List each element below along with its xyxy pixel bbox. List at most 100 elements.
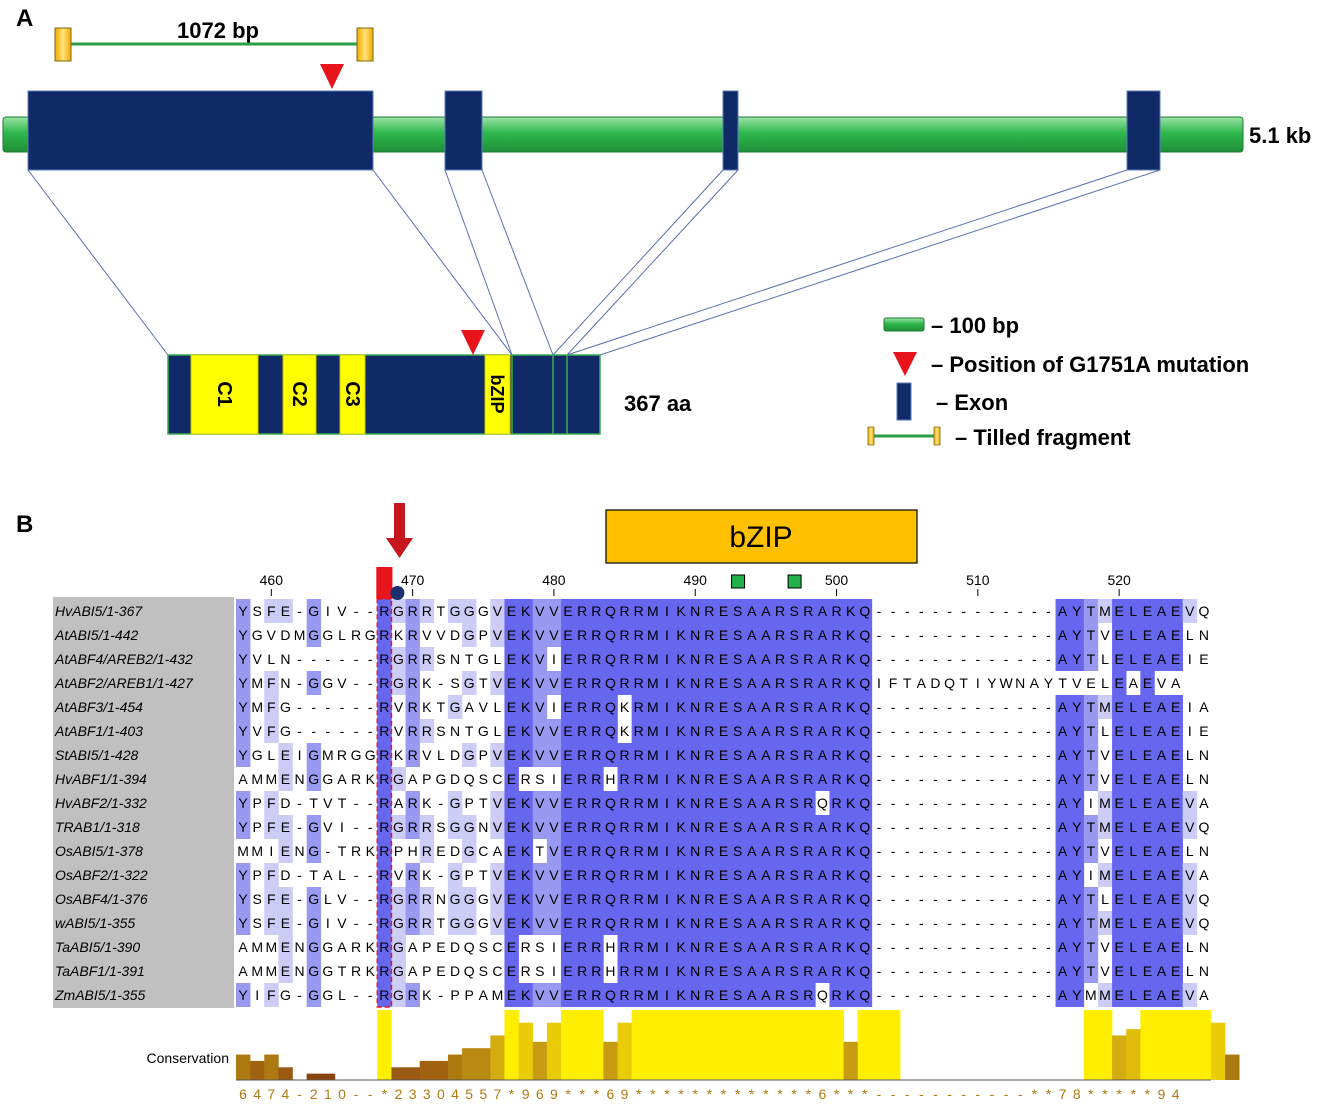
residue: - (975, 723, 980, 739)
residue: - (961, 819, 966, 835)
residue-cell (1126, 911, 1141, 935)
residue: G (308, 819, 319, 835)
residue: R (831, 891, 841, 907)
residue-cell (815, 623, 830, 647)
residue-cell (405, 791, 420, 815)
residue: S (253, 603, 262, 619)
residue-cell (787, 743, 802, 767)
residue: D (450, 843, 460, 859)
residue: K (676, 795, 686, 811)
residue: R (634, 915, 644, 931)
residue-cell (1112, 935, 1127, 959)
residue: G (464, 627, 475, 643)
residue-cell (1154, 911, 1169, 935)
residue: A (761, 915, 771, 931)
residue: L (1129, 963, 1137, 979)
residue: P (450, 987, 459, 1003)
residue-cell (659, 719, 675, 743)
residue-cell (1154, 743, 1169, 767)
residue: Q (859, 699, 870, 715)
residue: V (493, 627, 503, 643)
residue-cell (659, 671, 675, 695)
residue: - (354, 723, 359, 739)
residue-cell (645, 695, 661, 719)
conservation-bar (801, 1010, 816, 1080)
residue: Q (605, 603, 616, 619)
residue: K (620, 699, 630, 715)
residue: N (690, 603, 700, 619)
residue: T (1087, 963, 1096, 979)
residue-cell (702, 599, 717, 623)
residue: - (1004, 795, 1009, 811)
residue-cell (617, 743, 632, 767)
residue-cell (787, 887, 802, 911)
residue: R (775, 699, 785, 715)
residue-cell (787, 719, 802, 743)
conservation-score: - (368, 1086, 373, 1102)
residue-cell (1055, 719, 1070, 743)
residue: E (563, 843, 572, 859)
bzip-domain-bar (605, 509, 918, 564)
residue: - (297, 603, 302, 619)
residue: E (1143, 915, 1152, 931)
exon-4 (1126, 90, 1161, 171)
residue: S (436, 723, 445, 739)
conservation-bar (730, 1010, 745, 1080)
residue: M (647, 963, 659, 979)
residue: - (368, 723, 373, 739)
residue: M (1085, 987, 1097, 1003)
residue: - (961, 939, 966, 955)
residue: - (961, 891, 966, 907)
residue: V (253, 651, 263, 667)
residue: R (591, 675, 601, 691)
residue-cell (490, 671, 505, 695)
residue: - (933, 963, 938, 979)
conservation-score: - (947, 1086, 952, 1102)
residue-cell (645, 863, 661, 887)
residue: - (1004, 747, 1009, 763)
residue: R (620, 867, 630, 883)
residue: E (281, 747, 290, 763)
residue-cell (546, 815, 562, 839)
residue: E (719, 723, 728, 739)
residue-cell (560, 959, 576, 983)
residue: L (1129, 723, 1137, 739)
residue: E (1171, 699, 1180, 715)
residue: R (775, 771, 785, 787)
conservation-score: * (1046, 1086, 1052, 1102)
residue: - (439, 795, 444, 811)
residue: K (676, 963, 686, 979)
residue-cell (419, 599, 435, 623)
residue: Y (238, 987, 248, 1003)
residue-cell (1168, 983, 1184, 1007)
residue: G (393, 651, 404, 667)
residue: R (831, 747, 841, 763)
residue-cell (716, 863, 731, 887)
residue: M (647, 819, 659, 835)
residue: R (775, 747, 785, 763)
domain-bzip-label: bZIP (487, 375, 507, 414)
residue: S (733, 603, 742, 619)
residue-cell (575, 935, 590, 959)
residue-cell (787, 839, 802, 863)
residue-cell (631, 983, 647, 1007)
residue-cell (546, 839, 562, 863)
conservation-score: * (791, 1086, 797, 1102)
residue: - (947, 747, 952, 763)
residue: - (990, 867, 995, 883)
residue-cell (462, 743, 477, 767)
residue-cell (843, 623, 859, 647)
residue: - (877, 795, 882, 811)
residue: S (733, 843, 742, 859)
residue: - (1046, 603, 1051, 619)
residue-cell (815, 815, 830, 839)
residue: H (408, 843, 418, 859)
conservation-bar (320, 1073, 336, 1080)
residue-cell (490, 815, 505, 839)
residue-cell (306, 935, 322, 959)
domain-c2-label: C2 (288, 381, 310, 407)
residue: R (521, 771, 531, 787)
conservation-bar (405, 1067, 420, 1080)
residue-cell (857, 719, 873, 743)
residue-cell (1069, 839, 1085, 863)
